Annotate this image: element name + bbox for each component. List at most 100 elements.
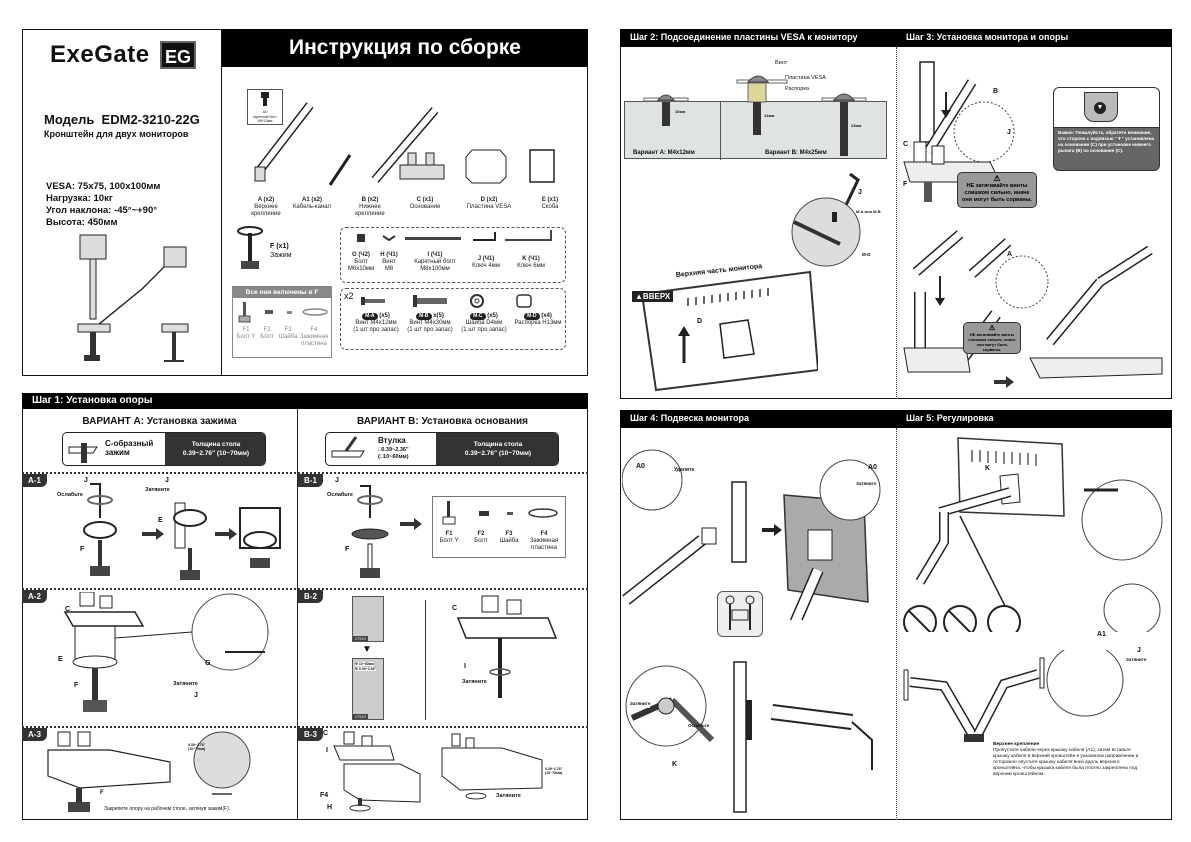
- step23-divider: [896, 47, 897, 399]
- brand-logo-mark: EG: [160, 41, 196, 69]
- part-a0-desc: каретный болт M8*10мм: [253, 115, 277, 123]
- step2-monitor-back: [640, 270, 818, 392]
- step4-tighten-label-2: Затяните: [630, 701, 651, 708]
- header-title: Инструкция по сборке: [289, 36, 521, 59]
- a1-tighten-label: Затяните: [145, 487, 170, 493]
- clamp-item-code: F2: [263, 327, 271, 333]
- thickness-label: Толщина стола: [191, 441, 241, 448]
- clamp-illustration: [237, 226, 263, 269]
- step4-illustration-top: [622, 449, 881, 620]
- screw-badge: M-D: [524, 313, 540, 320]
- tag-a3: A-3: [22, 728, 47, 741]
- brand-block: ExeGate EG Модель EDM2-3210-22G Кронштей…: [22, 29, 222, 376]
- tag-b2: B-2: [298, 590, 323, 603]
- b3-illustration: [333, 731, 543, 812]
- part-code: F2: [477, 531, 485, 537]
- b3-range-label: 0.39~2.76" (10~70мм): [545, 767, 563, 775]
- part-b: B (x2)Нижнее крепление: [352, 197, 388, 218]
- part-name: Болт: [474, 538, 488, 544]
- a2-label-f: F: [74, 682, 79, 689]
- step2-variant-a: Вариант A: M4x12мм: [633, 150, 695, 156]
- step3-important-text: Важно: Пожалуйста, обратите внимание, чт…: [1058, 130, 1155, 153]
- a3-label-f: F: [100, 790, 104, 796]
- step5-illustration-top: [903, 437, 1163, 632]
- part-code: F4: [540, 531, 548, 537]
- screws-box: x2 M-A (x5)Винт M4x12мм(1 шт про запас) …: [340, 288, 566, 350]
- part-name: Шайба: [499, 538, 519, 544]
- arm-detail-image: ▼: [1054, 88, 1159, 128]
- step5-tighten-label: Затяните: [1126, 657, 1147, 662]
- arrow-mark-icon: ▼: [1094, 102, 1106, 114]
- hw-size: M8: [384, 266, 394, 272]
- step4-remove-label: Удалите: [674, 467, 695, 473]
- part-a: A (x2)Верхнее крепление: [248, 197, 284, 218]
- variant-b-box: Втулка □0.39~2.36" (□10~60мм) Толщина ст…: [325, 432, 559, 466]
- clamp-item-code: F1: [242, 327, 250, 333]
- hw-name: Каретный болт: [414, 259, 456, 265]
- part-e-code: E (x1): [541, 197, 559, 203]
- part-c-name: Основание: [409, 204, 441, 210]
- dim-14mm: 14мм: [764, 113, 775, 118]
- b2-table-label: СТОЛ: [353, 636, 368, 641]
- part-d: D (x2)Пластина VESA: [462, 197, 516, 211]
- screw-md: M-D (x4)Распорка H13мм: [511, 313, 565, 327]
- hardware-icons: [357, 230, 552, 242]
- step45-divider: [896, 428, 897, 820]
- b1-loosen-label: Ослабьте: [327, 492, 353, 498]
- part-a-name: Верхнее крепление: [251, 204, 281, 217]
- step3-label-b: B: [993, 88, 999, 95]
- tag-a2: A-2: [22, 590, 47, 603]
- step3-label-f: F: [903, 181, 908, 188]
- parts-illustrations: [254, 102, 555, 186]
- clamp-parts-icons: [238, 302, 328, 323]
- product-model: Модель EDM2-3210-22G: [44, 112, 200, 127]
- clamp-item-name: Шайба: [278, 334, 298, 340]
- part-d-name: Пластина VESA: [466, 204, 512, 210]
- step5-title: Шаг 5: Регулировка: [906, 413, 994, 423]
- b2-tighten-label: Затяните: [462, 679, 487, 685]
- step1-row-divider-1: [22, 472, 588, 474]
- b1-label-f: F: [345, 546, 350, 553]
- a2-label-e: E: [58, 656, 63, 663]
- part-name: Болт Y: [439, 538, 459, 544]
- part-e-name: Скоба: [541, 204, 559, 210]
- step5-note-title: Верхнее крепление: [993, 742, 1040, 747]
- screw-name: Винт M4x12мм: [355, 320, 397, 326]
- step3-warning-box-2: ⚠ НЕ затягивайте винты слишком сильно, и…: [963, 322, 1021, 354]
- screw-name: Винт M4x30мм: [409, 320, 451, 326]
- a3-note: Закрепите опору на рабочем столе, затяну…: [104, 806, 231, 812]
- screw-badge: M-C: [470, 313, 486, 320]
- step3-label-a: A: [1007, 251, 1013, 258]
- hw-name: Винт: [382, 259, 396, 265]
- a2-illustration: [63, 592, 269, 712]
- b3-label-h: H: [327, 804, 333, 811]
- clamp-code: F (x1): [270, 243, 289, 250]
- hw-code: J (Ч1): [477, 256, 495, 262]
- part-e: E (x1)Скоба: [530, 197, 570, 211]
- part-a1-name: Кабель-канал: [292, 204, 332, 210]
- clamp-item-code: F4: [310, 327, 318, 333]
- step5-note: Верхнее крепление Пропустите кабели чере…: [993, 742, 1143, 778]
- b3-label-f4: F4: [320, 792, 329, 799]
- hw-name: Ключ 6мм: [517, 263, 545, 269]
- spec-load: Нагрузка: 10кг: [46, 193, 113, 204]
- clamp-name: Зажим: [270, 252, 292, 259]
- step2-label-md: M-D: [862, 252, 871, 257]
- hw-size: M6x10мм: [347, 266, 375, 272]
- product-subtitle: Кронштейн для двух мониторов: [44, 129, 189, 139]
- screw-name: Распорка H13мм: [514, 320, 562, 326]
- part-name: Зажимная пластина: [529, 538, 559, 551]
- variant-b-title: ВАРИАНТ B: Установка основания: [356, 416, 528, 427]
- b2-table-bottom: Φ 10~60мм Φ 0.39~2.36" СТОЛ: [352, 658, 384, 720]
- warning-icon: ⚠: [993, 174, 1001, 183]
- part-b-name: Нижнее крепление: [355, 204, 385, 217]
- variant-a-box: С-образный зажим Толщина стола 0.39~2.76…: [62, 432, 266, 466]
